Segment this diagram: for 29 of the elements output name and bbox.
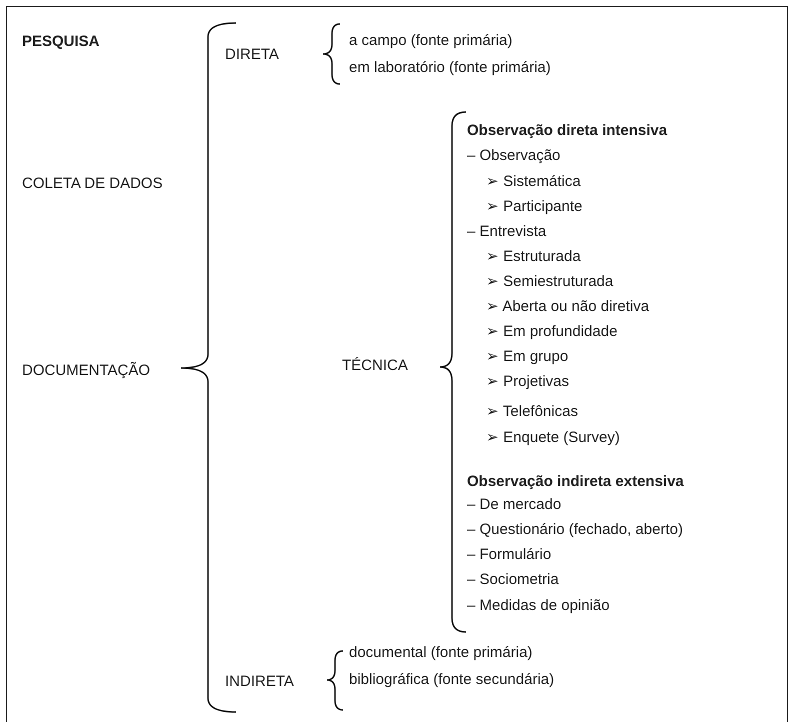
label-text: ➢ Semiestruturada [486,272,614,292]
label-text: ➢ Em profundidade [486,322,618,342]
heading-text: PESQUISA [22,32,100,52]
label-text: ➢ Sistemática [486,172,581,192]
label-text: – Formulário [467,545,552,565]
label-text: – Observação [467,146,560,166]
label-text: ➢ Telefônicas [486,402,578,422]
label-text: – Sociometria [467,570,559,590]
label-text: ➢ Estruturada [486,247,581,267]
label-text: ➢ Enquete (Survey) [486,428,620,448]
label-text: ➢ Aberta ou não diretiva [486,297,650,317]
label-text: DIRETA [225,45,279,65]
label-text: TÉCNICA [342,356,408,376]
label-text: INDIRETA [225,672,294,692]
label-text: COLETA DE DADOS [22,174,163,194]
label-text: bibliográfica (fonte secundária) [349,670,554,690]
label-text: ➢ Projetivas [486,372,570,392]
label-text: ➢ Em grupo [486,347,568,367]
label-text: ➢ Participante [486,197,582,217]
label-text: documental (fonte primária) [349,643,532,663]
heading-text: Observação direta intensiva [467,121,668,141]
label-text: – Questionário (fechado, aberto) [467,520,683,540]
label-text: a campo (fonte primária) [349,31,512,51]
label-text: – De mercado [467,495,562,515]
heading-text: Observação indireta extensiva [467,472,684,492]
label-text: – Entrevista [467,222,546,242]
label-text: – Medidas de opinião [467,596,610,616]
label-text: DOCUMENTAÇÃO [22,361,150,381]
label-text: em laboratório (fonte primária) [349,58,551,78]
